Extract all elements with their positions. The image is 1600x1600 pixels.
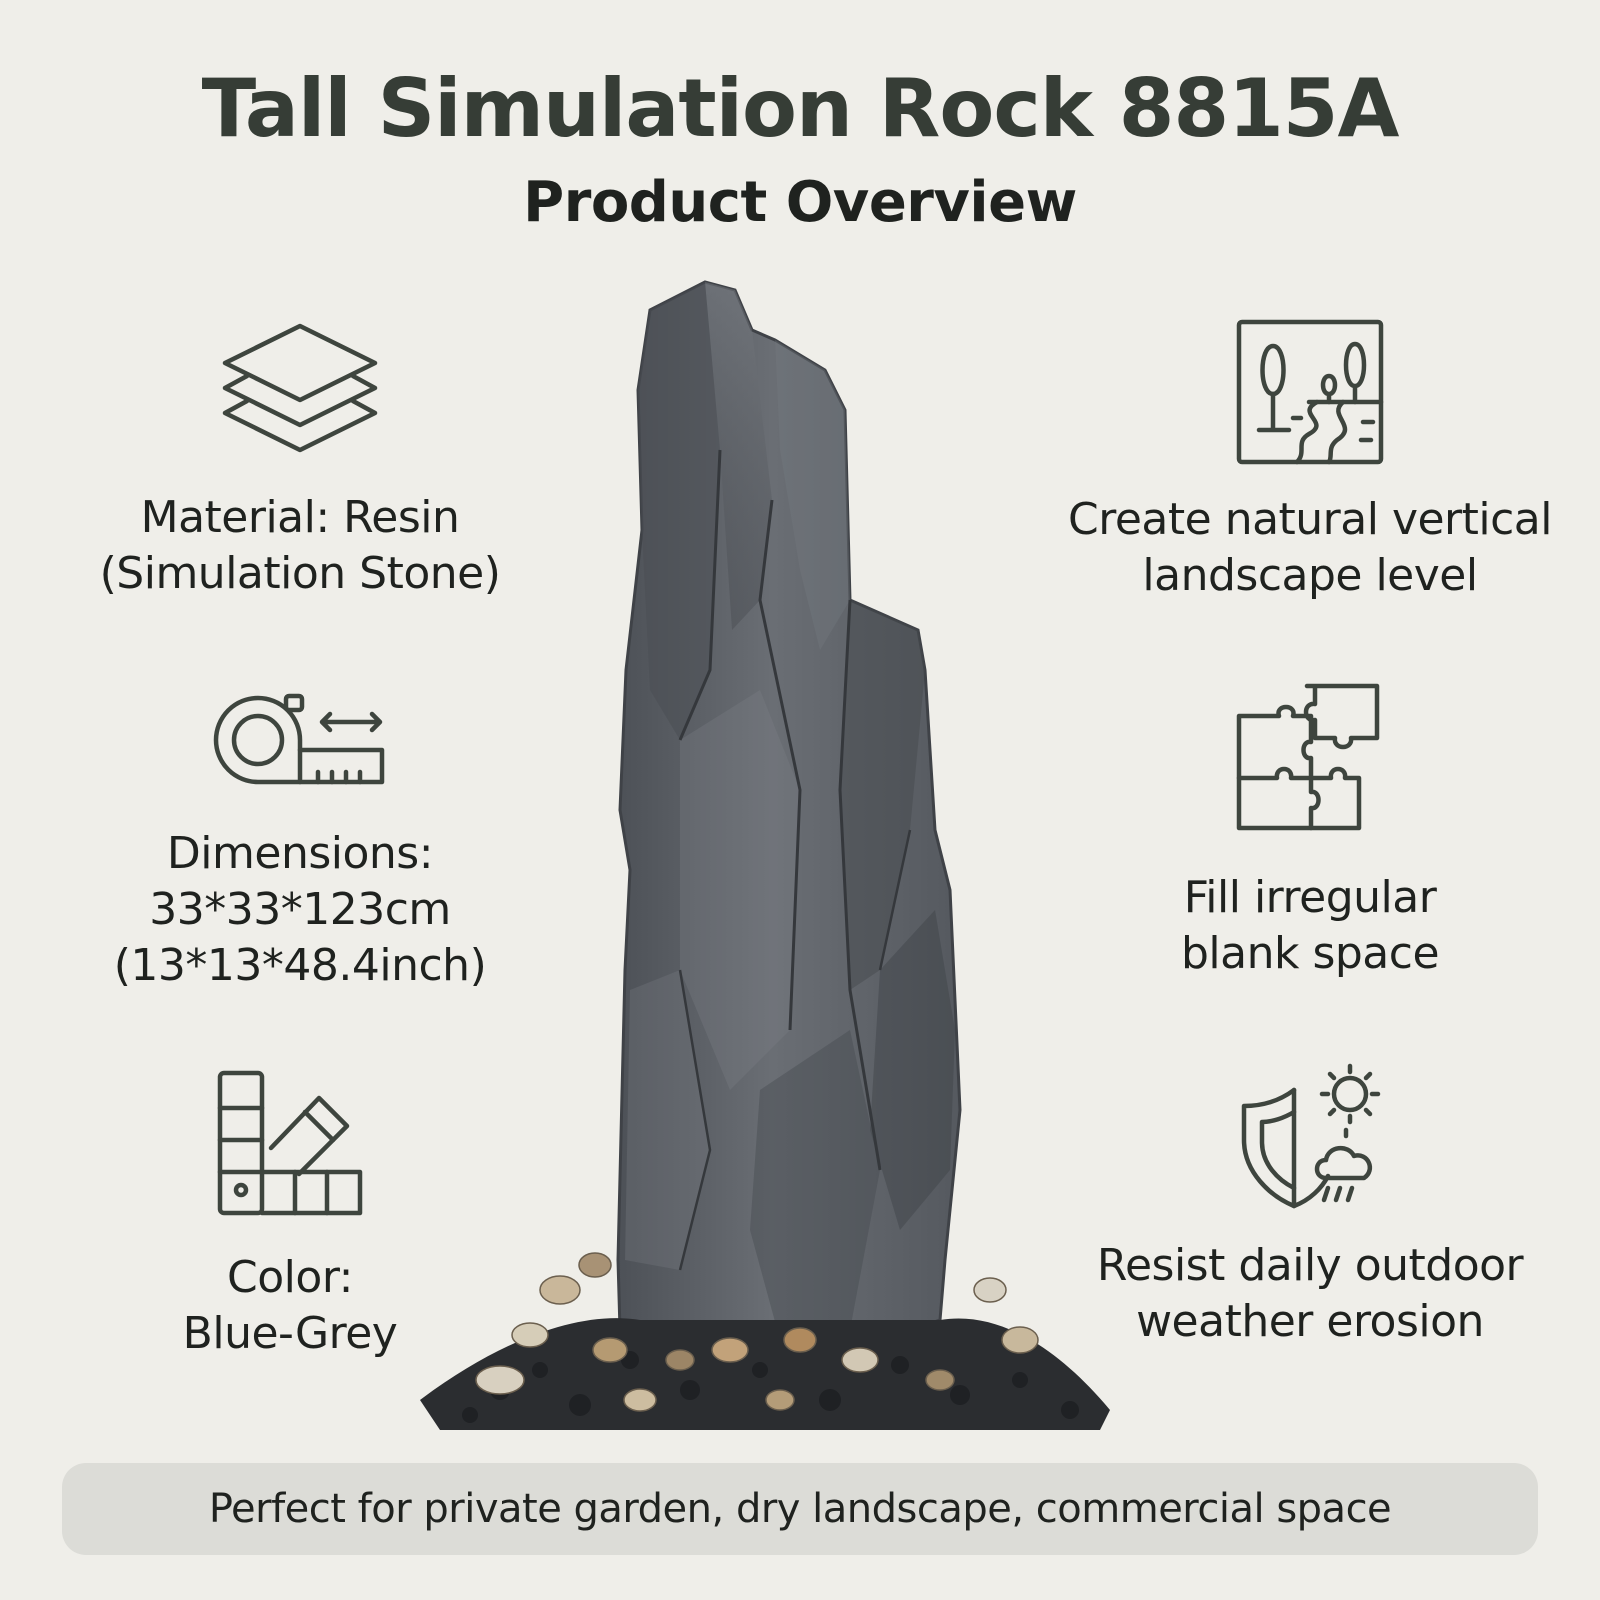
feature-landscape-line-2: landscape level bbox=[1142, 550, 1478, 601]
feature-material: Material: Resin (Simulation Stone) bbox=[40, 318, 560, 602]
feature-color-label: Color: Blue-Grey bbox=[30, 1250, 550, 1362]
feature-landscape-label: Create natural vertical landscape level bbox=[1030, 492, 1590, 604]
feature-weather-line-2: weather erosion bbox=[1136, 1296, 1484, 1347]
puzzle-icon bbox=[1236, 683, 1380, 831]
feature-landscape: Create natural vertical landscape level bbox=[1030, 318, 1590, 604]
color-swatch-icon bbox=[217, 1070, 363, 1216]
feature-dimensions-line-3: (13*13*48.4inch) bbox=[113, 940, 487, 991]
feature-dimensions-label: Dimensions: 33*33*123cm (13*13*48.4inch) bbox=[40, 826, 560, 994]
feature-landscape-line-1: Create natural vertical bbox=[1068, 494, 1553, 545]
feature-dimensions-line-1: Dimensions: bbox=[166, 828, 434, 879]
feature-fill-space: Fill irregular blank space bbox=[1030, 682, 1590, 982]
layers-icon bbox=[222, 323, 378, 453]
page-subtitle: Product Overview bbox=[523, 170, 1077, 235]
tape-measure-icon bbox=[213, 693, 385, 785]
usage-banner-text: Perfect for private garden, dry landscap… bbox=[208, 1486, 1392, 1532]
feature-weather-label: Resist daily outdoor weather erosion bbox=[1030, 1238, 1590, 1350]
feature-color-line-1: Color: bbox=[227, 1252, 353, 1303]
usage-banner: Perfect for private garden, dry landscap… bbox=[62, 1463, 1538, 1555]
feature-fill-space-line-1: Fill irregular bbox=[1183, 872, 1437, 923]
feature-color-line-2: Blue-Grey bbox=[182, 1308, 398, 1359]
feature-weather-line-1: Resist daily outdoor bbox=[1096, 1240, 1524, 1291]
feature-material-label: Material: Resin (Simulation Stone) bbox=[40, 490, 560, 602]
rock-illustration bbox=[420, 280, 1110, 1430]
feature-color: Color: Blue-Grey bbox=[30, 1068, 550, 1362]
feature-fill-space-line-2: blank space bbox=[1180, 928, 1440, 979]
feature-material-line-2: (Simulation Stone) bbox=[99, 548, 501, 599]
feature-material-line-1: Material: Resin bbox=[140, 492, 460, 543]
feature-dimensions: Dimensions: 33*33*123cm (13*13*48.4inch) bbox=[40, 690, 560, 994]
feature-fill-space-label: Fill irregular blank space bbox=[1030, 870, 1590, 982]
feature-dimensions-line-2: 33*33*123cm bbox=[149, 884, 451, 935]
page-title: Tall Simulation Rock 8815A bbox=[201, 62, 1400, 155]
weather-shield-icon bbox=[1241, 1063, 1381, 1209]
landscape-icon bbox=[1236, 319, 1384, 465]
feature-weather: Resist daily outdoor weather erosion bbox=[1030, 1060, 1590, 1350]
product-image bbox=[380, 270, 1140, 1470]
